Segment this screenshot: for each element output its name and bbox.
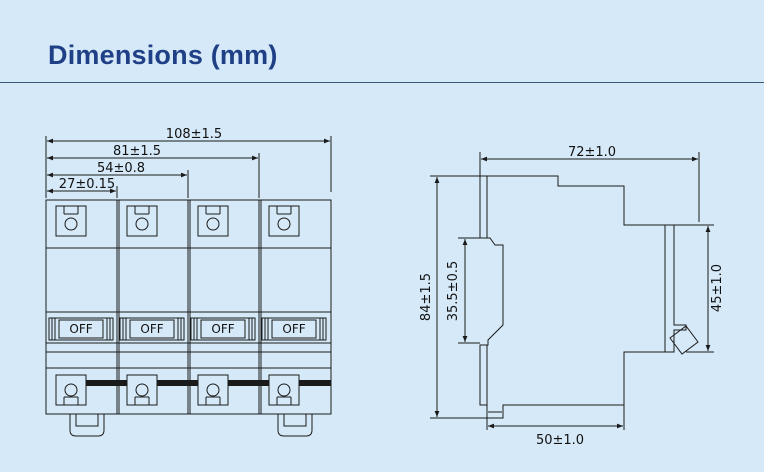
dim-label-45: 45±1.0 <box>710 264 725 312</box>
dim-label-50: 50±1.0 <box>536 433 584 448</box>
page-title: Dimensions (mm) <box>48 40 278 70</box>
dim-label-108: 108±1.5 <box>166 127 222 142</box>
din-clip-left <box>69 414 105 437</box>
handle-icon <box>669 325 699 355</box>
top-terminal-3 <box>197 205 229 237</box>
bottom-terminal-4 <box>268 374 300 406</box>
pole-3-off-label: OFF <box>211 322 234 336</box>
toggle-frame-2 <box>119 317 185 341</box>
dim-label-81: 81±1.5 <box>113 144 161 159</box>
pole-2-off-label: OFF <box>140 322 163 336</box>
toggle-frame-4 <box>261 317 327 341</box>
bottom-terminal-2 <box>126 374 158 406</box>
toggle-frame-3 <box>190 317 256 341</box>
din-clip-right <box>277 414 313 437</box>
dim-label-54: 54±0.8 <box>97 161 145 176</box>
bottom-terminal-3 <box>197 374 229 406</box>
toggle-frame-1 <box>48 317 114 341</box>
pole-1-off-label: OFF <box>69 322 92 336</box>
busbar-links <box>86 380 331 386</box>
dim-label-72: 72±1.0 <box>568 145 616 160</box>
dim-label-35: 35.5±0.5 <box>446 261 461 322</box>
dim-label-84: 84±1.5 <box>419 273 434 321</box>
dim-label-27: 27±0.15 <box>59 177 115 192</box>
top-terminal-2 <box>126 205 158 237</box>
side-view <box>430 152 714 430</box>
top-terminal-1 <box>55 205 87 237</box>
top-terminal-4 <box>268 205 300 237</box>
front-view <box>45 136 332 437</box>
bottom-terminal-1 <box>55 374 87 406</box>
pole-4-off-label: OFF <box>282 322 305 336</box>
header-bar: Dimensions (mm) <box>0 0 764 83</box>
